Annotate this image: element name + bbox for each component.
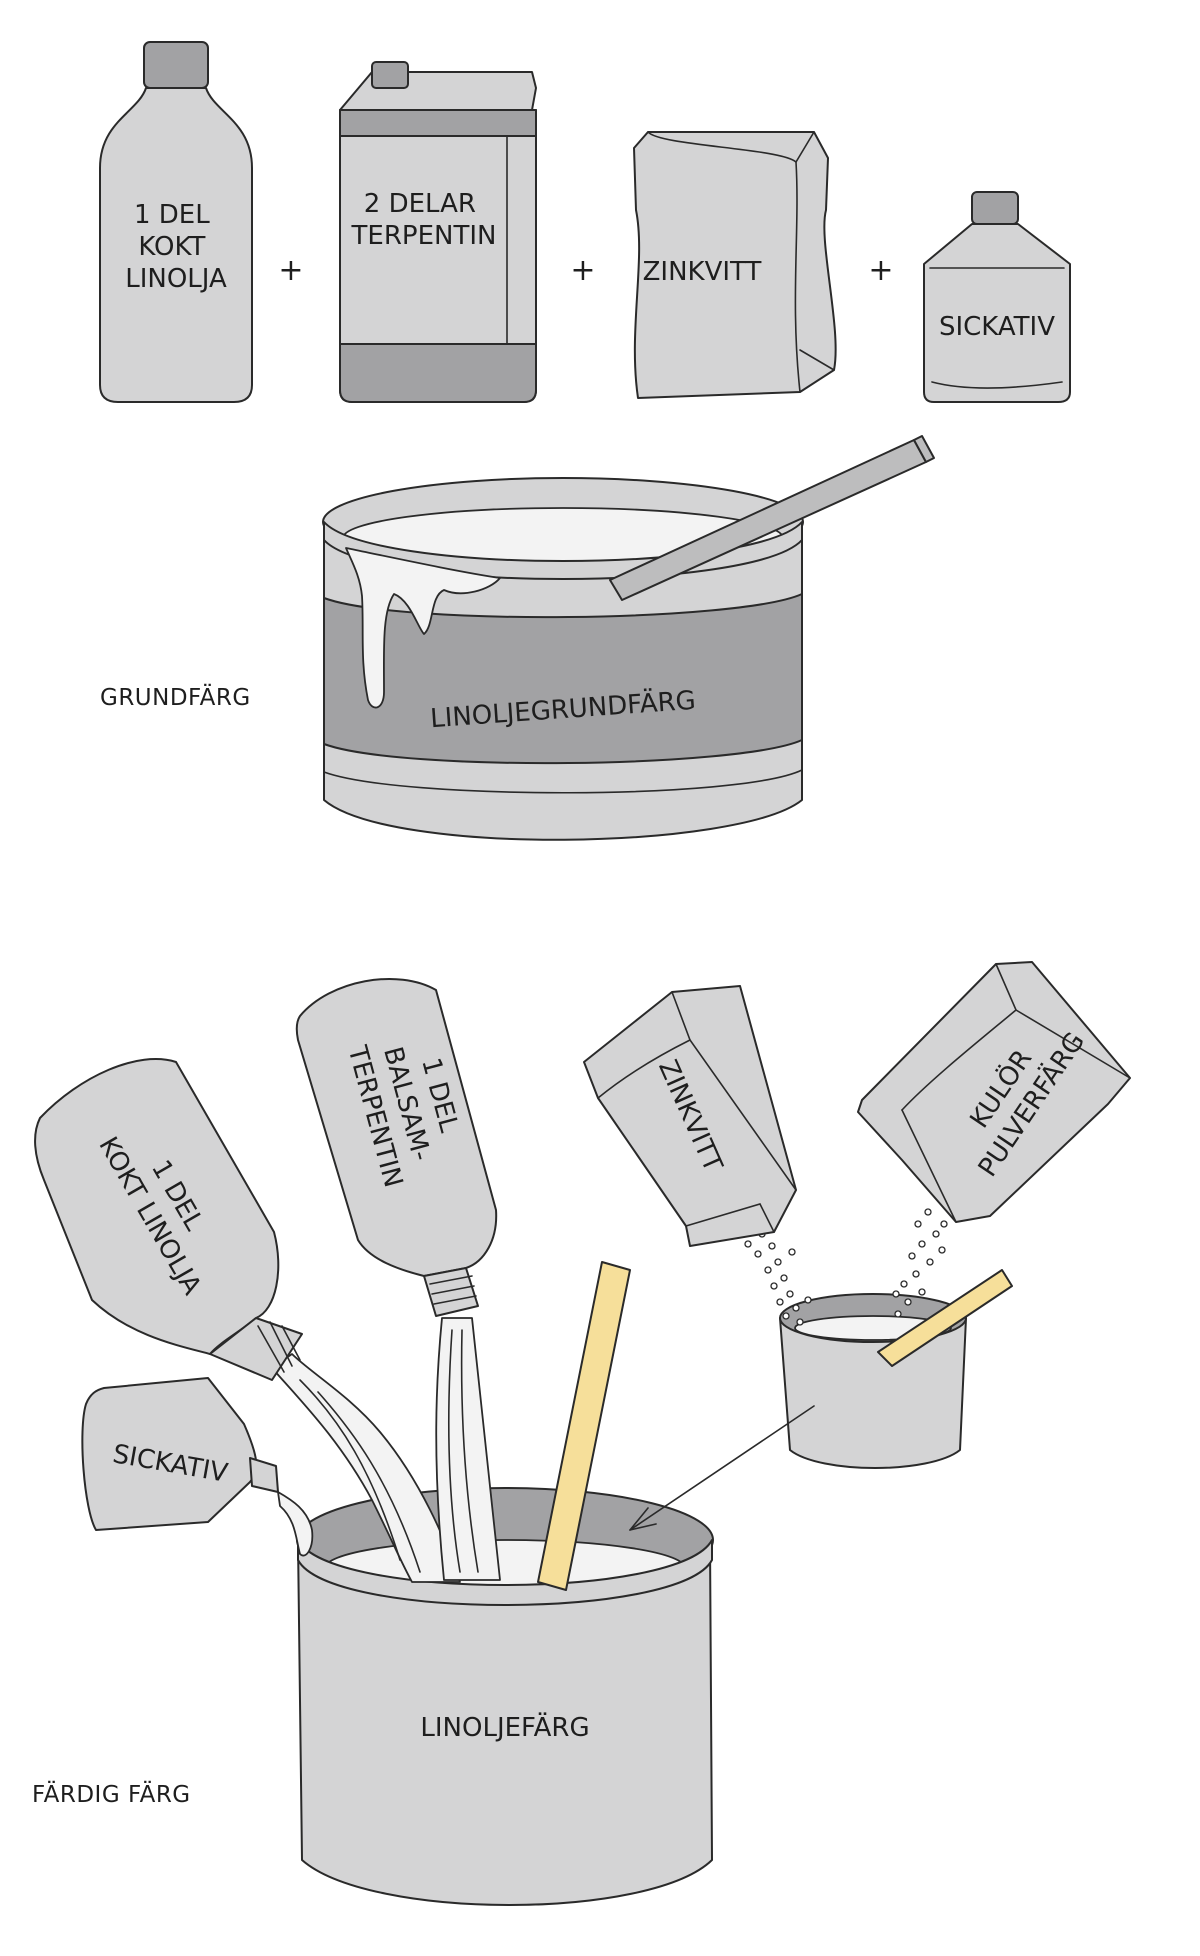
svg-text:2 DELAR TERPENTIN: 2 DELAR TERPENTIN (351, 189, 497, 251)
linseed-oil-label-line2: KOKT (138, 232, 205, 262)
transfer-arrow (629, 1405, 815, 1531)
pouring-siccative-bottle: SICKATIV (81, 1377, 314, 1557)
oil-streams (271, 1317, 501, 1583)
primer-can: LINOLJEGRUNDFÄRG (322, 435, 935, 841)
turpentine-label-line1: 2 DELAR (364, 189, 476, 219)
pouring-zinc-white-bag: ZINKVITT (583, 985, 797, 1247)
turpentine-can: 2 DELAR TERPENTIN (339, 61, 537, 403)
wooden-stirrer (537, 1261, 631, 1591)
pigment-powder (892, 1208, 948, 1318)
siccative-bottle: SICKATIV (923, 191, 1071, 403)
paint-pot-label: LINOLJEFÄRG (420, 1711, 589, 1743)
turpentine-label-line2: TERPENTIN (351, 221, 497, 251)
primer-section-label: GRUNDFÄRG (100, 683, 251, 711)
cup-stirrer (877, 1269, 1013, 1367)
paint-pot: LINOLJEFÄRG (296, 1487, 714, 1906)
linseed-oil-bottle: 1 DEL KOKT LINOLJA (99, 41, 253, 403)
pouring-pigment-bag: KULÖR PULVERFÄRG (857, 961, 1131, 1223)
zinc-white-label: ZINKVITT (643, 257, 762, 287)
siccative-label: SICKATIV (939, 312, 1055, 342)
pouring-linseed-oil-bottle: 1 DEL KOKT LINOLJA (34, 1058, 303, 1381)
pigment-cup (779, 1269, 1013, 1469)
plus-sign-2: + (570, 253, 595, 288)
linseed-oil-label-line3: LINOLJA (125, 264, 227, 294)
zinc-white-bag: ZINKVITT (633, 131, 837, 399)
plus-sign-3: + (868, 253, 893, 288)
linseed-oil-label-line1: 1 DEL (134, 200, 210, 230)
plus-sign-1: + (278, 253, 303, 288)
pouring-balsam-turpentine-bottle: 1 DEL BALSAM- TERPENTIN (295, 978, 498, 1317)
finished-section-label: FÄRDIG FÄRG (32, 1780, 191, 1808)
svg-text:1 DEL KOKT LINOLJA: 1 DEL KOKT LINOLJA (125, 200, 227, 294)
